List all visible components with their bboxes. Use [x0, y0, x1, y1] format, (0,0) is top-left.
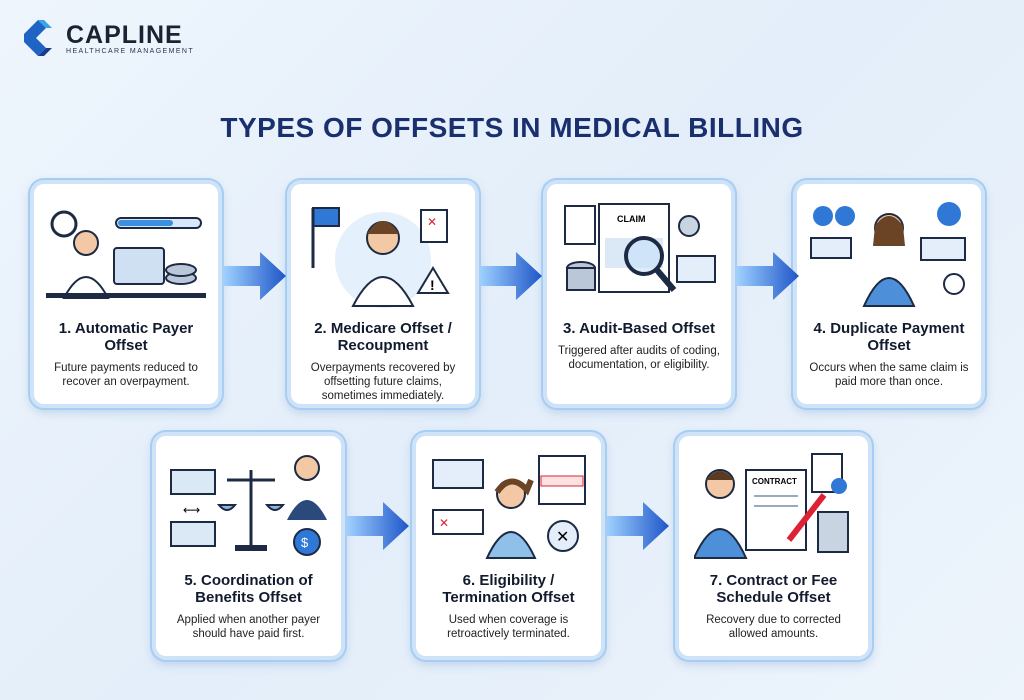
doctor-icon: ✕! [301, 194, 465, 312]
svg-text:⟷: ⟷ [183, 503, 200, 517]
flow-arrow-icon [737, 252, 799, 300]
card-title: 5. Coordination of Benefits Offset [184, 572, 313, 606]
card-title: 3. Audit-Based Offset [563, 320, 715, 337]
contract-icon: CONTRACT [689, 446, 858, 564]
card-title: 7. Contract or Fee Schedule Offset [709, 572, 838, 606]
card-description: Recovery due to corrected allowed amount… [706, 614, 841, 640]
offset-card-7: CONTRACT 7. Contract or Fee Schedule Offs… [675, 432, 872, 660]
svg-text:CLAIM: CLAIM [617, 214, 646, 224]
duplicate-check-icon [807, 194, 971, 312]
payer-computer-icon [44, 194, 208, 312]
terminated-calendar-icon: ✕✕ [426, 446, 591, 564]
svg-text:$: $ [301, 535, 309, 550]
card-description: Used when coverage is retroactively term… [447, 614, 570, 640]
svg-text:CONTRACT: CONTRACT [752, 477, 797, 486]
flow-arrow-icon [347, 502, 409, 550]
card-description: Future payments reduced to recover an ov… [54, 362, 198, 388]
card-description: Applied when another payer should have p… [176, 614, 321, 640]
brand-name: CAPLINE [66, 20, 183, 49]
svg-text:✕: ✕ [427, 215, 437, 229]
logo-mark-icon [24, 20, 52, 56]
flow-arrow-icon [480, 252, 542, 300]
capline-logo: CAPLINE HEALTHCARE MANAGEMENT [18, 18, 194, 58]
card-description: Overpayments recovered by offsetting fut… [310, 362, 456, 402]
brand-tagline: HEALTHCARE MANAGEMENT [66, 47, 195, 55]
claim-audit-icon: CLAIM [557, 194, 721, 312]
card-title: 4. Duplicate Payment Offset [813, 320, 965, 354]
card-title: 6. Eligibility / Termination Offset [442, 572, 575, 606]
card-title: 1. Automatic Payer Offset [58, 320, 194, 354]
card-title: 2. Medicare Offset / Recoupment [314, 320, 452, 354]
scales-icon: ⟷$ [166, 446, 331, 564]
svg-text:✕: ✕ [556, 529, 569, 546]
card-description: Occurs when the same claim is paid more … [809, 362, 969, 388]
svg-text:!: ! [430, 277, 435, 293]
svg-text:✕: ✕ [439, 516, 449, 530]
flow-arrow-icon [607, 502, 669, 550]
card-description: Triggered after audits of coding, docume… [558, 345, 720, 371]
page-title: TYPES OF OFFSETS IN MEDICAL BILLING [220, 112, 804, 143]
flow-arrow-icon [224, 252, 286, 300]
